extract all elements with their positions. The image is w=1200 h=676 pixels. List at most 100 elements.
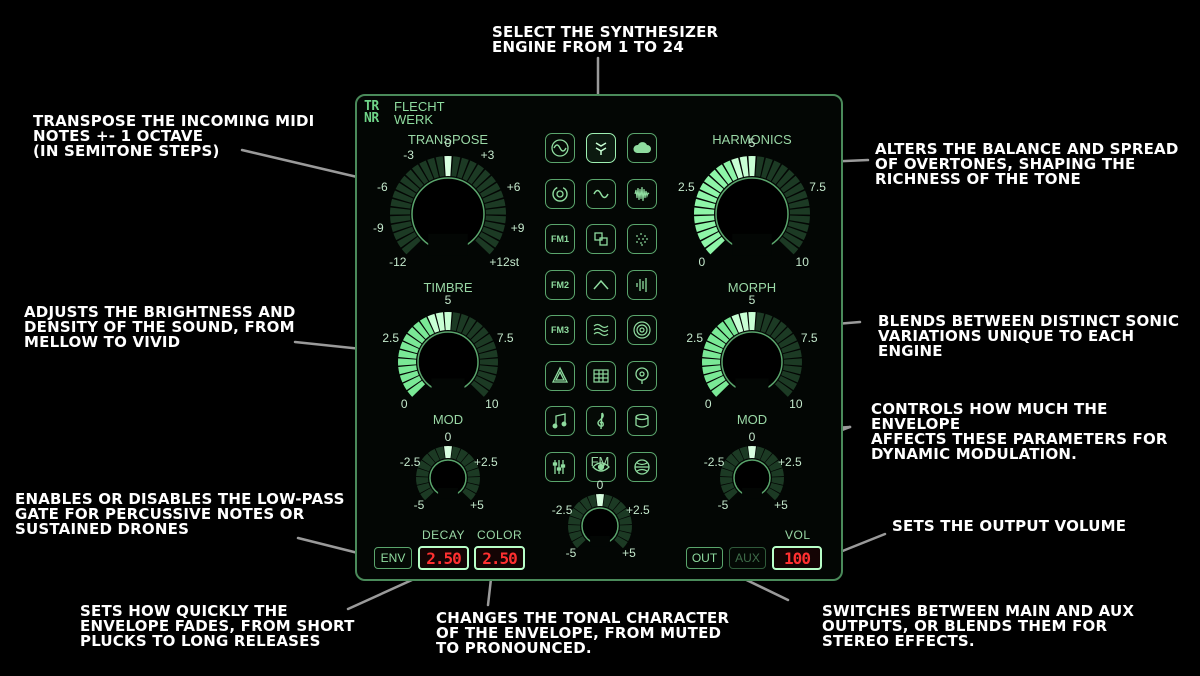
knob-segment xyxy=(706,375,726,391)
mod-left-knob-graphic xyxy=(416,446,480,501)
fm-knob[interactable] xyxy=(555,481,645,571)
decay-display[interactable]: 2.50 xyxy=(418,546,469,570)
knob-segment xyxy=(401,236,421,255)
knob-segment xyxy=(460,453,475,467)
knob-segment xyxy=(699,182,720,198)
annotation-morph: BLENDS BETWEEN DISTINCT SONIC VARIATIONS… xyxy=(878,312,1180,360)
knob-segment xyxy=(444,312,452,331)
knob-segment xyxy=(470,327,489,344)
engine-button-18[interactable] xyxy=(627,360,657,391)
knob-segment xyxy=(755,156,765,177)
engine-button-fm2[interactable]: FM2 xyxy=(545,269,575,300)
knob-cap-gap xyxy=(735,378,769,397)
knob-segment xyxy=(774,380,793,397)
knob-segment xyxy=(612,501,627,515)
engine-button-14[interactable] xyxy=(586,315,616,345)
fm-tick-label: 0 xyxy=(596,478,604,492)
knob-segment xyxy=(696,190,718,204)
knob-segment xyxy=(619,516,632,525)
knob-segment xyxy=(464,460,479,472)
knob-segment xyxy=(400,175,420,193)
harmonics-tick-label: 7.5 xyxy=(809,179,826,194)
zigzag-wave-icon xyxy=(595,142,607,155)
timbre-knob[interactable] xyxy=(383,297,513,427)
engine-button-8[interactable] xyxy=(586,224,616,254)
engine-button-5[interactable] xyxy=(586,178,616,209)
engine-button-22[interactable] xyxy=(545,451,575,482)
knob-segment xyxy=(774,327,793,344)
aux-button[interactable]: AUX xyxy=(729,547,766,569)
engine-button-20[interactable] xyxy=(586,406,616,436)
engine-button-6[interactable] xyxy=(627,178,657,209)
engine-button-1[interactable] xyxy=(545,133,575,163)
knob-segment xyxy=(461,316,477,336)
morph-knob-graphic xyxy=(702,312,802,397)
engine-button-3[interactable] xyxy=(627,133,657,163)
knob-segment xyxy=(783,358,802,366)
knob-segment xyxy=(782,232,804,248)
equalizer-icon xyxy=(552,459,566,474)
knob-segment xyxy=(731,448,744,463)
knob-segment xyxy=(702,358,721,366)
env-button[interactable]: ENV xyxy=(374,547,412,569)
knob-segment xyxy=(477,370,497,383)
engine-button-17[interactable] xyxy=(586,360,616,391)
mod-right-knob[interactable] xyxy=(707,433,797,523)
engine-button-fm3[interactable]: FM3 xyxy=(545,315,575,345)
knob-segment xyxy=(760,313,773,333)
out-button[interactable]: OUT xyxy=(686,547,723,569)
harmonics-knob[interactable] xyxy=(677,139,827,289)
engine-button-15[interactable] xyxy=(627,315,657,345)
knob-segment xyxy=(603,494,613,508)
timbre-label: TIMBRE xyxy=(423,280,473,295)
transpose-tick-label: -6 xyxy=(377,179,388,194)
engine-button-16[interactable] xyxy=(545,360,575,391)
knob-segment xyxy=(587,494,597,508)
knob-segment xyxy=(474,375,494,391)
knob-cap-gap xyxy=(742,487,762,499)
knob-segment xyxy=(695,221,716,232)
knob-segment xyxy=(568,530,583,542)
knob-segment xyxy=(568,516,581,525)
engine-button-24[interactable] xyxy=(627,451,657,482)
knob-segment xyxy=(479,358,498,366)
morph-tick-label: 7.5 xyxy=(800,331,818,346)
knob-segment xyxy=(788,198,810,209)
engine-button-4[interactable] xyxy=(545,178,575,209)
knob-segment xyxy=(725,453,740,467)
knob-segment xyxy=(764,453,779,467)
knob-segment xyxy=(568,524,581,533)
harmonics-label: HARMONICS xyxy=(712,132,792,147)
vol-label: VOL xyxy=(785,528,811,542)
knob-segment xyxy=(390,215,411,224)
engine-button-12[interactable] xyxy=(627,269,657,300)
knob-segment xyxy=(709,169,728,189)
engine-button-11[interactable] xyxy=(586,269,616,300)
engine-button-9[interactable] xyxy=(627,224,657,254)
logo-line-2: WERK xyxy=(394,112,433,127)
engine-button-21[interactable] xyxy=(627,406,657,436)
knob-segment xyxy=(427,313,440,333)
mod-left-knob[interactable] xyxy=(403,433,493,523)
knob-segment xyxy=(694,207,715,215)
engine-button-23[interactable] xyxy=(586,451,616,482)
knob-segment xyxy=(596,494,604,507)
knob-segment xyxy=(778,375,798,391)
transpose-knob[interactable] xyxy=(373,139,523,289)
morph-knob[interactable] xyxy=(687,297,817,427)
color-display[interactable]: 2.50 xyxy=(474,546,525,570)
knob-segment xyxy=(419,160,434,181)
volume-display[interactable]: 100 xyxy=(772,546,822,570)
knob-segment xyxy=(467,164,485,185)
knob-segment xyxy=(485,215,506,224)
knob-segment xyxy=(466,321,483,340)
knob-segment xyxy=(783,349,802,359)
engine-button-fm1[interactable]: FM1 xyxy=(545,224,575,254)
harmonics-tick-label: 0 xyxy=(698,255,706,270)
harmonics-knob-graphic xyxy=(694,156,810,256)
engine-button-2[interactable] xyxy=(586,133,616,163)
transpose-tick-label: -9 xyxy=(373,220,384,235)
engine-button-19[interactable] xyxy=(545,406,575,436)
knob-segment xyxy=(715,164,733,185)
fm-label: FM xyxy=(590,454,610,469)
